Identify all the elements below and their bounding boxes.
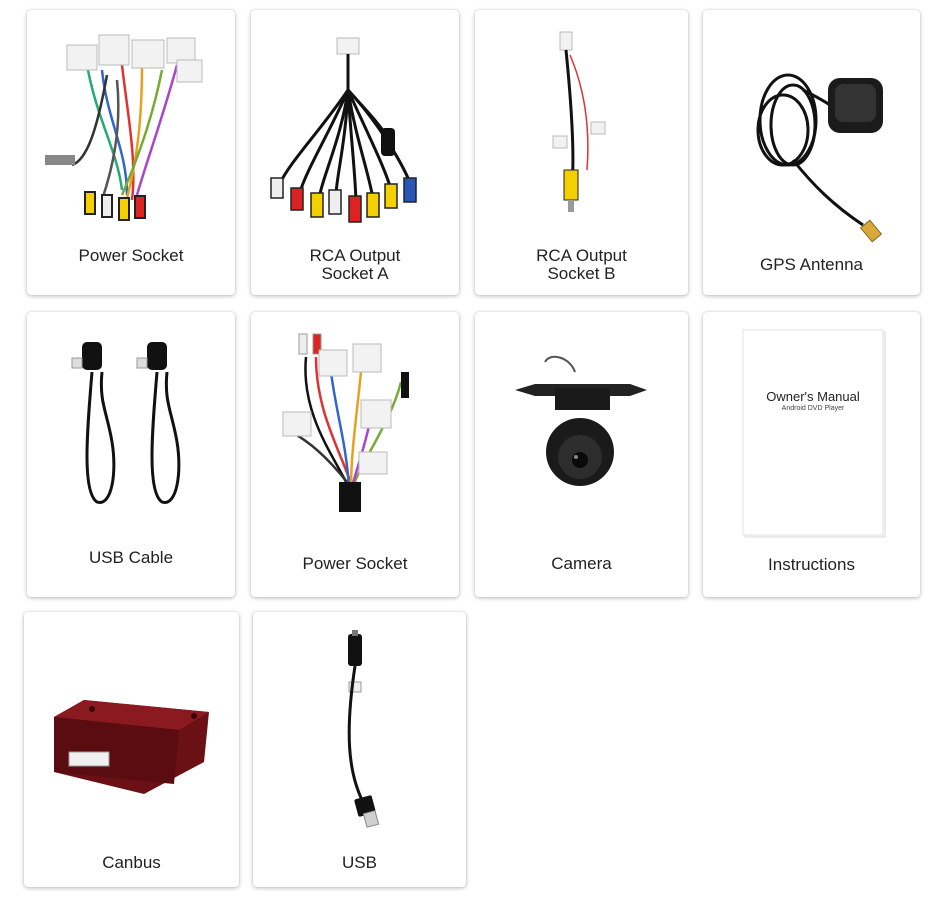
item-card-rca-socket-a: RCA Output Socket A <box>251 10 459 295</box>
item-label: Power Socket <box>302 554 408 573</box>
item-label: USB <box>342 853 377 872</box>
canbus-box-icon <box>54 700 209 794</box>
wiring-harness-icon <box>45 34 203 221</box>
item-label: RCA Output Socket A <box>309 246 401 283</box>
item-label: Instructions <box>768 555 855 574</box>
rca-cable-icon <box>270 37 417 223</box>
usb-cable-icon <box>71 342 181 504</box>
item-card-rca-socket-b: RCA Output Socket B <box>475 10 688 295</box>
item-card-power-socket-2: Power Socket <box>251 312 459 597</box>
manual-icon <box>742 329 886 538</box>
item-label: Canbus <box>102 853 161 872</box>
manual-subtitle: Android DVD Player <box>781 405 845 412</box>
wiring-harness-icon <box>282 333 409 512</box>
camera-icon <box>515 355 647 486</box>
item-card-camera: Camera <box>475 312 688 597</box>
item-card-power-socket: Power Socket <box>27 10 235 295</box>
gps-antenna-icon <box>756 73 883 243</box>
usb-connector-icon <box>347 630 380 828</box>
item-card-canbus: Canbus <box>24 612 239 887</box>
manual-title: Owner's Manual <box>766 389 860 404</box>
item-label: RCA Output Socket B <box>536 246 627 283</box>
item-card-usb-cable: USB Cable <box>27 312 235 597</box>
rca-cable-icon <box>552 31 606 212</box>
item-label: GPS Antenna <box>759 255 864 274</box>
item-label: Camera <box>551 554 612 573</box>
item-card-gps-antenna: GPS Antenna <box>703 10 920 295</box>
item-label: Power Socket <box>78 246 184 265</box>
item-card-instructions: Owner's Manual Android DVD Player Instru… <box>703 312 920 597</box>
item-card-usb: USB <box>253 612 466 887</box>
item-label: USB Cable <box>88 548 174 567</box>
